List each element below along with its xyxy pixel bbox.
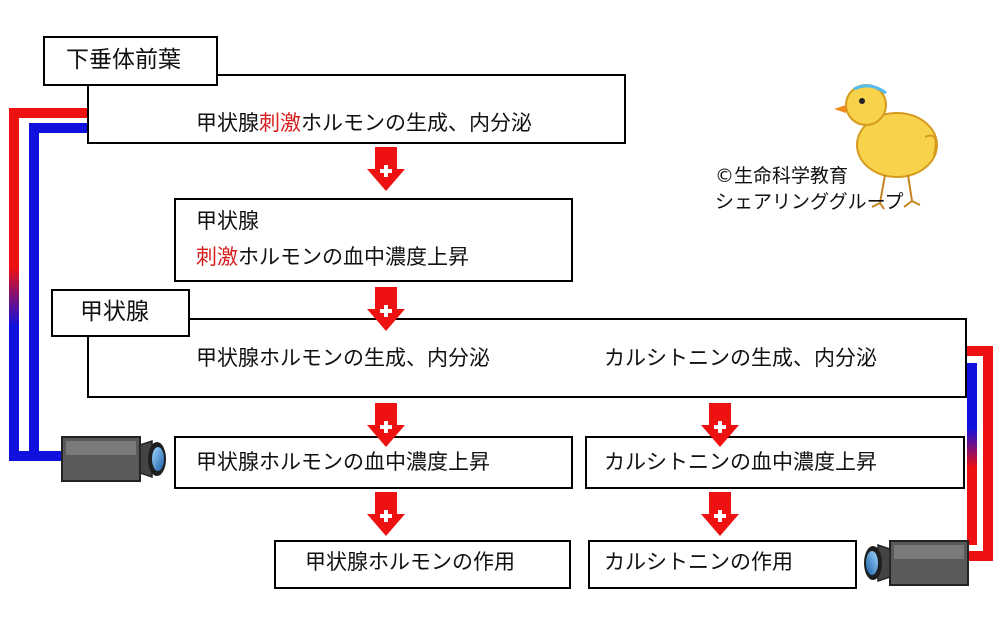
thyroid-right-action: カルシトニンの生成、内分泌 bbox=[604, 346, 877, 370]
down-arrow-icon bbox=[367, 287, 405, 331]
tsh-level-box bbox=[174, 198, 573, 282]
pituitary-action-label: 甲状腺刺激ホルモンの生成、内分泌 bbox=[196, 109, 532, 137]
calcitonin-level-box bbox=[585, 436, 965, 489]
arrows-group bbox=[367, 147, 739, 536]
thyroid-hormone-effect-box bbox=[274, 540, 571, 589]
down-arrow-icon bbox=[367, 403, 405, 447]
down-arrow-icon bbox=[701, 492, 739, 536]
chick-mascot-icon bbox=[834, 84, 938, 210]
thyroid-tag: 甲状腺 bbox=[80, 299, 149, 325]
thyroid-action-box bbox=[87, 318, 967, 398]
thyroid-hormone-effect: 甲状腺ホルモンの作用 bbox=[305, 550, 515, 574]
pituitary-tag-box bbox=[43, 36, 218, 86]
thyroid-tag-box bbox=[51, 289, 190, 337]
camera-icon bbox=[864, 540, 969, 586]
credit-line1: ©生命科学教育 bbox=[715, 165, 849, 187]
pituitary-action-prefix: 甲状腺 bbox=[196, 111, 259, 135]
tsh-level-highlight: 刺激 bbox=[196, 245, 238, 269]
down-arrow-icon bbox=[367, 492, 405, 536]
tsh-level-line2: 刺激ホルモンの血中濃度上昇 bbox=[196, 243, 469, 271]
pituitary-action-suffix: ホルモンの生成、内分泌 bbox=[301, 111, 532, 135]
tsh-level-line1: 甲状腺 bbox=[196, 209, 259, 233]
thyroid-left-action: 甲状腺ホルモンの生成、内分泌 bbox=[196, 346, 490, 370]
calcitonin-level: カルシトニンの血中濃度上昇 bbox=[604, 450, 877, 474]
calcitonin-effect-box bbox=[588, 540, 857, 589]
pituitary-action-box bbox=[87, 74, 626, 144]
pituitary-tag: 下垂体前葉 bbox=[66, 47, 181, 73]
pituitary-action-highlight: 刺激 bbox=[259, 111, 301, 135]
down-arrow-icon bbox=[701, 403, 739, 447]
tsh-level-suffix: ホルモンの血中濃度上昇 bbox=[238, 245, 469, 269]
down-arrow-icon bbox=[367, 147, 405, 191]
calcitonin-effect: カルシトニンの作用 bbox=[604, 550, 793, 574]
thyroid-hormone-level-box bbox=[174, 436, 573, 489]
left-feedback-loop bbox=[9, 108, 172, 461]
camera-icon bbox=[61, 436, 166, 482]
thyroid-hormone-level: 甲状腺ホルモンの血中濃度上昇 bbox=[196, 450, 490, 474]
credit-line2: シェアリンググループ bbox=[715, 191, 904, 213]
